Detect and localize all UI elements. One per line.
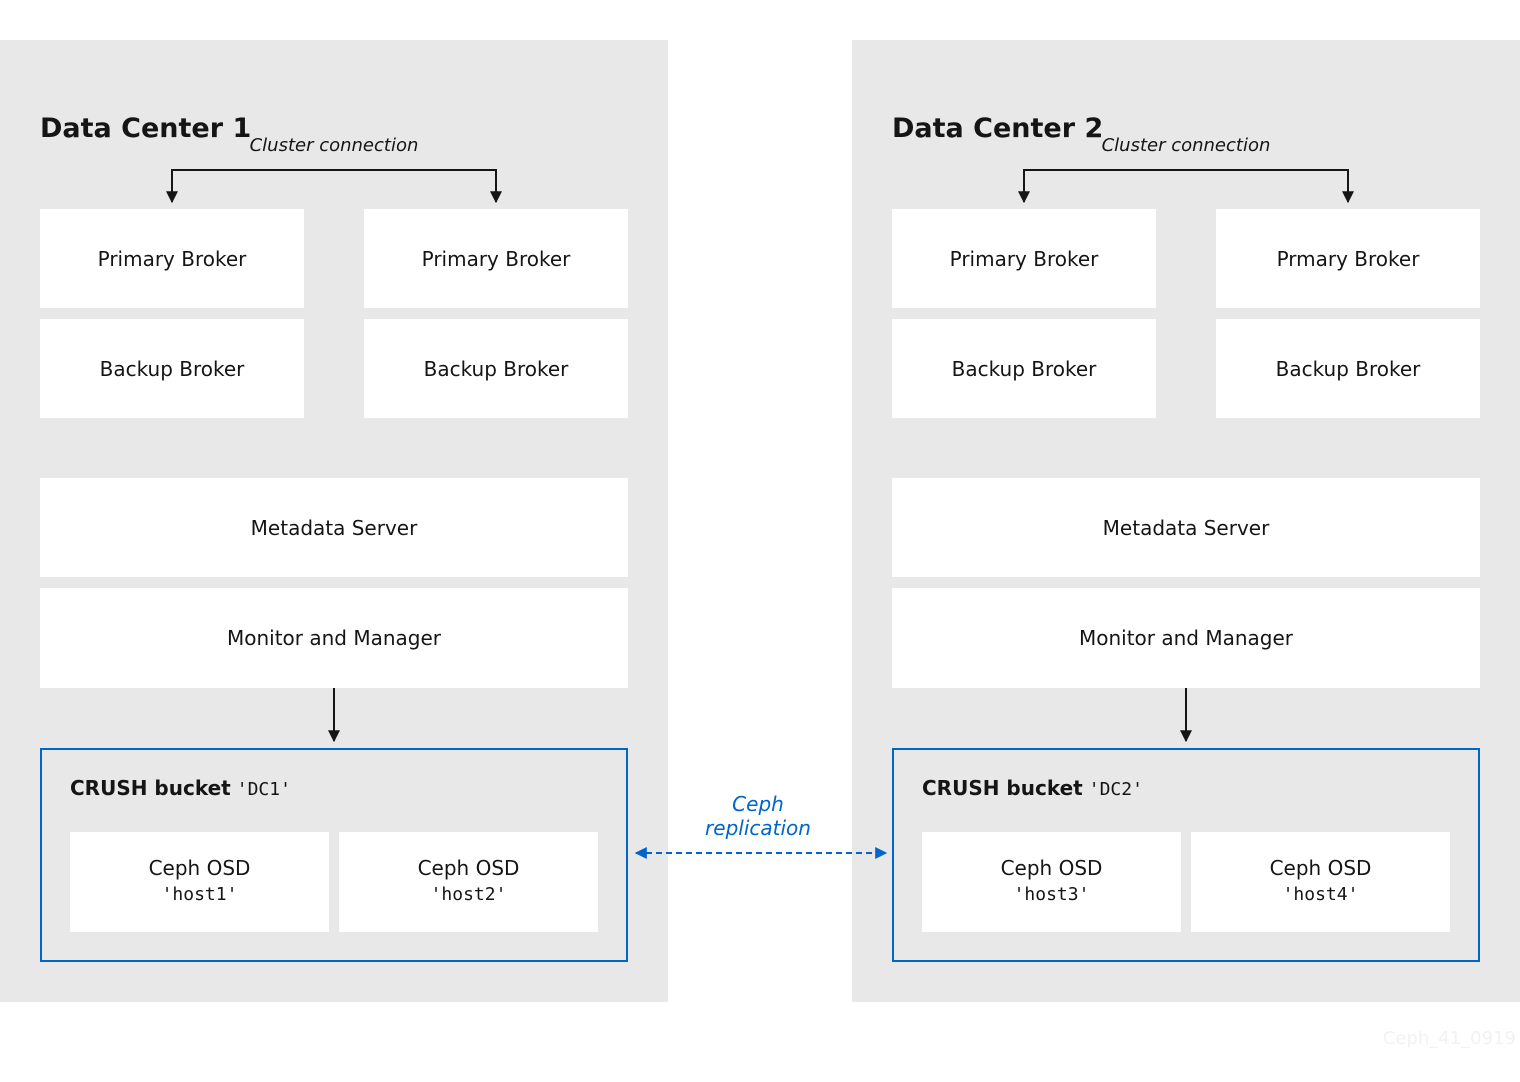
metadata-server-box: Metadata Server	[892, 478, 1480, 577]
backup-broker-box: Backup Broker	[1216, 319, 1480, 418]
backup-broker-label: Backup Broker	[951, 356, 1097, 381]
crush-bucket-name: 'DC2'	[1088, 779, 1143, 800]
crush-bucket-name: 'DC1'	[236, 779, 291, 800]
crush-bucket-label: CRUSH bucket	[922, 776, 1083, 800]
primary-broker-box: Primary Broker	[892, 209, 1156, 308]
backup-broker-label: Backup Broker	[99, 356, 245, 381]
monitor-manager-label: Monitor and Manager	[1078, 626, 1294, 650]
ceph-osd-label: Ceph OSD	[417, 856, 520, 880]
data-center-1-title: Data Center 1	[40, 113, 252, 144]
figure-id-watermark: Ceph_41_0919	[1382, 1028, 1516, 1049]
ceph-osd-label: Ceph OSD	[148, 856, 251, 880]
backup-broker-box: Backup Broker	[364, 319, 628, 418]
metadata-server-box: Metadata Server	[40, 478, 628, 577]
cluster-connection-arrow	[166, 169, 502, 204]
ceph-osd-box: Ceph OSD 'host3'	[922, 832, 1181, 932]
ceph-osd-box: Ceph OSD 'host4'	[1191, 832, 1450, 932]
ceph-osd-host: 'host3'	[1013, 884, 1090, 905]
crush-bucket-dc2: CRUSH bucket'DC2' Ceph OSD 'host3' Ceph …	[892, 748, 1480, 962]
crush-bucket-title: CRUSH bucket'DC2'	[922, 776, 1143, 800]
metadata-server-label: Metadata Server	[250, 515, 418, 540]
backup-broker-box: Backup Broker	[892, 319, 1156, 418]
cluster-connection-label: Cluster connection	[249, 135, 419, 156]
crush-bucket-label: CRUSH bucket	[70, 776, 231, 800]
primary-broker-label: Primary Broker	[421, 246, 571, 271]
backup-broker-label: Backup Broker	[423, 356, 569, 381]
ceph-osd-host: 'host2'	[430, 884, 507, 905]
replication-line-1: Ceph	[732, 792, 784, 816]
primary-broker-label: Primary Broker	[97, 246, 247, 271]
ceph-osd-label: Ceph OSD	[1000, 856, 1103, 880]
crush-bucket-title: CRUSH bucket'DC1'	[70, 776, 291, 800]
primary-broker-box: Primary Broker	[364, 209, 628, 308]
primary-broker-box: Primary Broker	[40, 209, 304, 308]
ceph-osd-box: Ceph OSD 'host1'	[70, 832, 329, 932]
ceph-osd-box: Ceph OSD 'host2'	[339, 832, 598, 932]
backup-broker-box: Backup Broker	[40, 319, 304, 418]
ceph-osd-host: 'host1'	[161, 884, 238, 905]
ceph-osd-label: Ceph OSD	[1269, 856, 1372, 880]
metadata-server-label: Metadata Server	[1102, 515, 1270, 540]
cluster-connection-label: Cluster connection	[1101, 135, 1271, 156]
monitor-manager-label: Monitor and Manager	[226, 626, 442, 650]
ceph-replication-label: Ceph replication	[680, 792, 836, 840]
backup-broker-label: Backup Broker	[1275, 356, 1421, 381]
data-center-2-title: Data Center 2	[892, 113, 1104, 144]
monitor-manager-box: Monitor and Manager	[892, 588, 1480, 688]
primary-broker-box: Prmary Broker	[1216, 209, 1480, 308]
cluster-connection-arrow	[1018, 169, 1354, 204]
monitor-manager-box: Monitor and Manager	[40, 588, 628, 688]
primary-broker-label: Prmary Broker	[1276, 246, 1420, 271]
primary-broker-label: Primary Broker	[949, 246, 1099, 271]
replication-line-2: replication	[705, 816, 811, 840]
crush-bucket-dc1: CRUSH bucket'DC1' Ceph OSD 'host1' Ceph …	[40, 748, 628, 962]
ceph-osd-host: 'host4'	[1282, 884, 1359, 905]
